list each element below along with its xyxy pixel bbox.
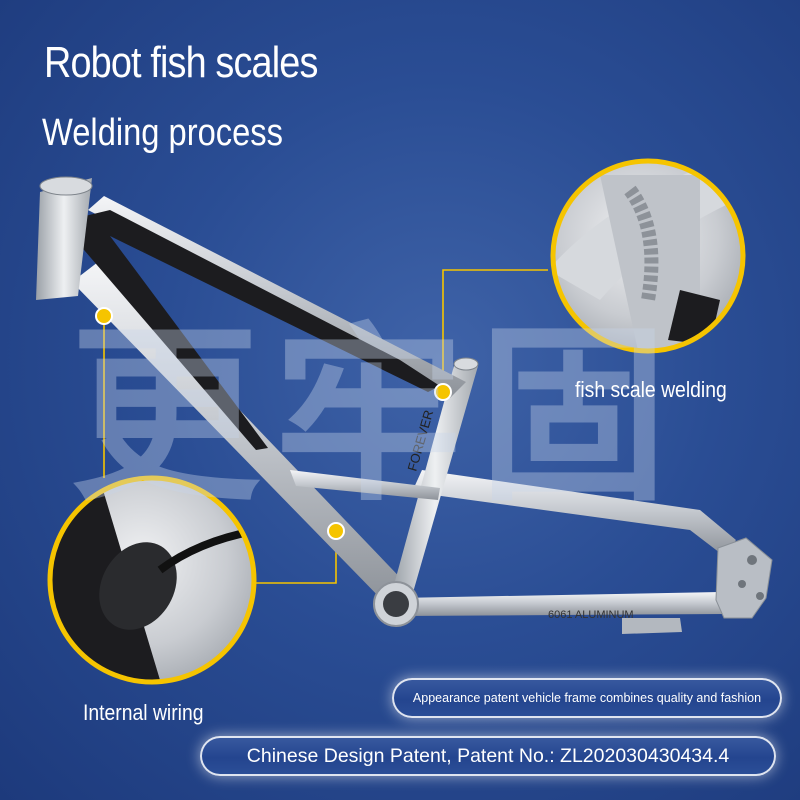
patent-number-text: Chinese Design Patent, Patent No.: ZL202… [246, 744, 730, 767]
watermark-text: 更牢固 [70, 306, 683, 527]
marker-internal-wiring [95, 307, 113, 325]
patent-tagline-text: Appearance patent vehicle frame combines… [412, 691, 762, 705]
rear-dropout [715, 537, 773, 619]
callout-markers [95, 307, 452, 540]
patent-number-banner: Chinese Design Patent, Patent No.: ZL202… [200, 736, 776, 776]
internal-wiring-label: Internal wiring [83, 700, 204, 725]
kickstand-plate [622, 618, 682, 634]
leader-line-fish-scale [442, 269, 548, 392]
marker-internal-wiring-2 [327, 522, 345, 540]
bicycle-frame: FOREVER 6061 ALUMINUM [36, 176, 773, 634]
frame-material-text: 6061 ALUMINUM [548, 609, 634, 621]
down-tube [72, 262, 412, 606]
black-insert [60, 210, 440, 450]
zoom-circle-fish-scale [550, 158, 746, 354]
marker-fish-scale [434, 383, 452, 401]
seat-tube [392, 362, 478, 596]
patent-tagline-banner: Appearance patent vehicle frame combines… [392, 678, 782, 718]
subheadline: Welding process [42, 112, 283, 154]
headline: Robot fish scales [44, 38, 318, 87]
brace-tube [290, 470, 440, 500]
head-tube [36, 178, 92, 300]
seat-stay [412, 470, 736, 556]
fish-scale-welding-label: fish scale welding [575, 377, 727, 402]
chain-stay [398, 592, 740, 616]
zoom-circle-internal-wiring [47, 475, 257, 685]
